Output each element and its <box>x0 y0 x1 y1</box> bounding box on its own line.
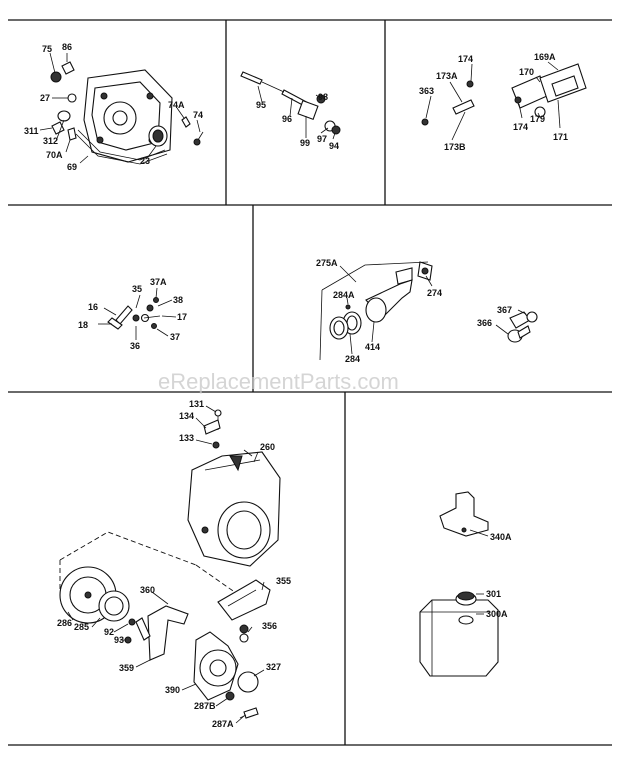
callout-173b: 173B <box>444 142 466 152</box>
callout-17: 17 <box>177 312 187 322</box>
callout-27: 27 <box>40 93 50 103</box>
callout-327: 327 <box>266 662 281 672</box>
callout-360: 360 <box>140 585 155 595</box>
callout-366: 366 <box>477 318 492 328</box>
callout-95: 95 <box>256 100 266 110</box>
callout-98: 98 <box>318 92 328 102</box>
callout-92: 92 <box>104 627 114 637</box>
callout-414: 414 <box>365 342 380 352</box>
callout-35: 35 <box>132 284 142 294</box>
callout-179: 179 <box>530 114 545 124</box>
callout-174-bottom: 174 <box>513 122 528 132</box>
callout-96: 96 <box>282 114 292 124</box>
callout-284: 284 <box>345 354 360 364</box>
callout-274: 274 <box>427 288 442 298</box>
callout-97: 97 <box>317 134 327 144</box>
callout-174-top: 174 <box>458 54 473 64</box>
callout-74a: 74A <box>168 100 185 110</box>
callout-69: 69 <box>67 162 77 172</box>
callout-16: 16 <box>88 302 98 312</box>
callout-312: 312 <box>43 136 58 146</box>
callout-75: 75 <box>42 44 52 54</box>
callout-355: 355 <box>276 576 291 586</box>
callout-363: 363 <box>419 86 434 96</box>
callout-287a: 287A <box>212 719 234 729</box>
callout-359: 359 <box>119 663 134 673</box>
callout-367: 367 <box>497 305 512 315</box>
callout-134: 134 <box>179 411 194 421</box>
callout-86: 86 <box>62 42 72 52</box>
callout-37: 37 <box>170 332 180 342</box>
callout-18: 18 <box>78 320 88 330</box>
callout-285: 285 <box>74 622 89 632</box>
callout-131: 131 <box>189 399 204 409</box>
panel-breather: 174 169A 173A 170 363 174 179 171 173B <box>419 52 587 152</box>
watermark: eReplacementParts.com <box>158 369 399 394</box>
panel-crankcase-cover: 75 86 27 74A 74 311 312 70A 69 23 <box>24 42 204 172</box>
callout-275a: 275A <box>316 258 338 268</box>
panel-governor-lever: 37A 35 38 16 17 18 36 37 <box>78 277 187 351</box>
panel-blower-housing: 131 134 133 260 360 355 286 285 92 356 9… <box>57 399 291 729</box>
callout-173a: 173A <box>436 71 458 81</box>
callout-287b: 287B <box>194 701 216 711</box>
callout-300a: 300A <box>486 609 508 619</box>
callout-74: 74 <box>193 110 203 120</box>
callout-133: 133 <box>179 433 194 443</box>
panel-governor-linkage: 98 95 96 99 97 94 <box>240 71 341 151</box>
callout-94: 94 <box>329 141 339 151</box>
callout-170: 170 <box>519 67 534 77</box>
callout-36: 36 <box>130 341 140 351</box>
callout-37a: 37A <box>150 277 167 287</box>
callout-23: 23 <box>140 156 150 166</box>
callout-356: 356 <box>262 621 277 631</box>
panel-frames <box>8 19 612 746</box>
panel-fuel-tank: 340A 301 300A <box>419 491 512 677</box>
callout-99: 99 <box>300 138 310 148</box>
callout-311: 311 <box>24 126 39 136</box>
panel-muffler: 275A 274 284A 367 414 366 284 <box>316 258 538 364</box>
callout-260: 260 <box>260 442 275 452</box>
callout-93: 93 <box>114 635 124 645</box>
callout-284a: 284A <box>333 290 355 300</box>
callout-301: 301 <box>486 589 501 599</box>
callout-169a: 169A <box>534 52 556 62</box>
callout-390: 390 <box>165 685 180 695</box>
callout-38: 38 <box>173 295 183 305</box>
callout-70a: 70A <box>46 150 63 160</box>
callout-286: 286 <box>57 618 72 628</box>
callout-171: 171 <box>553 132 568 142</box>
callout-340a: 340A <box>490 532 512 542</box>
